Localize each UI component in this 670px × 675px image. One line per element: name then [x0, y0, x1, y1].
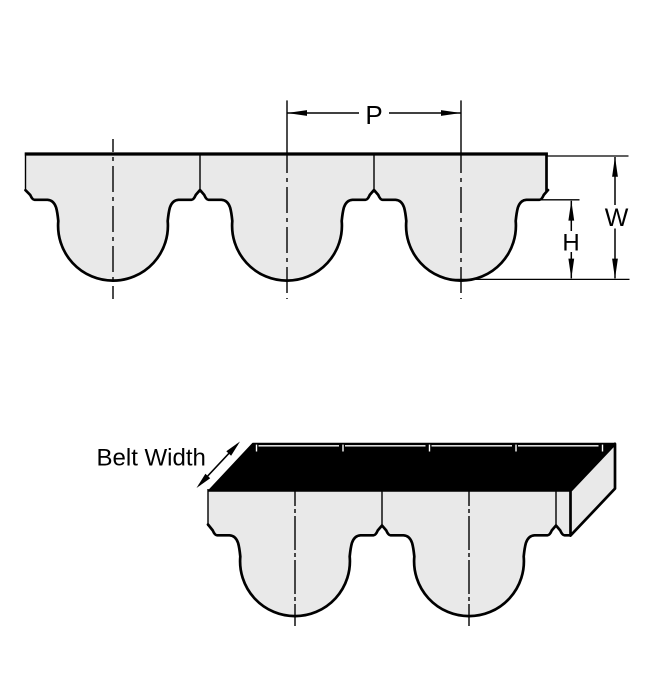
- svg-text:H: H: [562, 229, 579, 256]
- svg-text:Belt Width: Belt Width: [97, 444, 206, 471]
- svg-text:W: W: [605, 204, 629, 232]
- svg-text:P: P: [365, 100, 382, 130]
